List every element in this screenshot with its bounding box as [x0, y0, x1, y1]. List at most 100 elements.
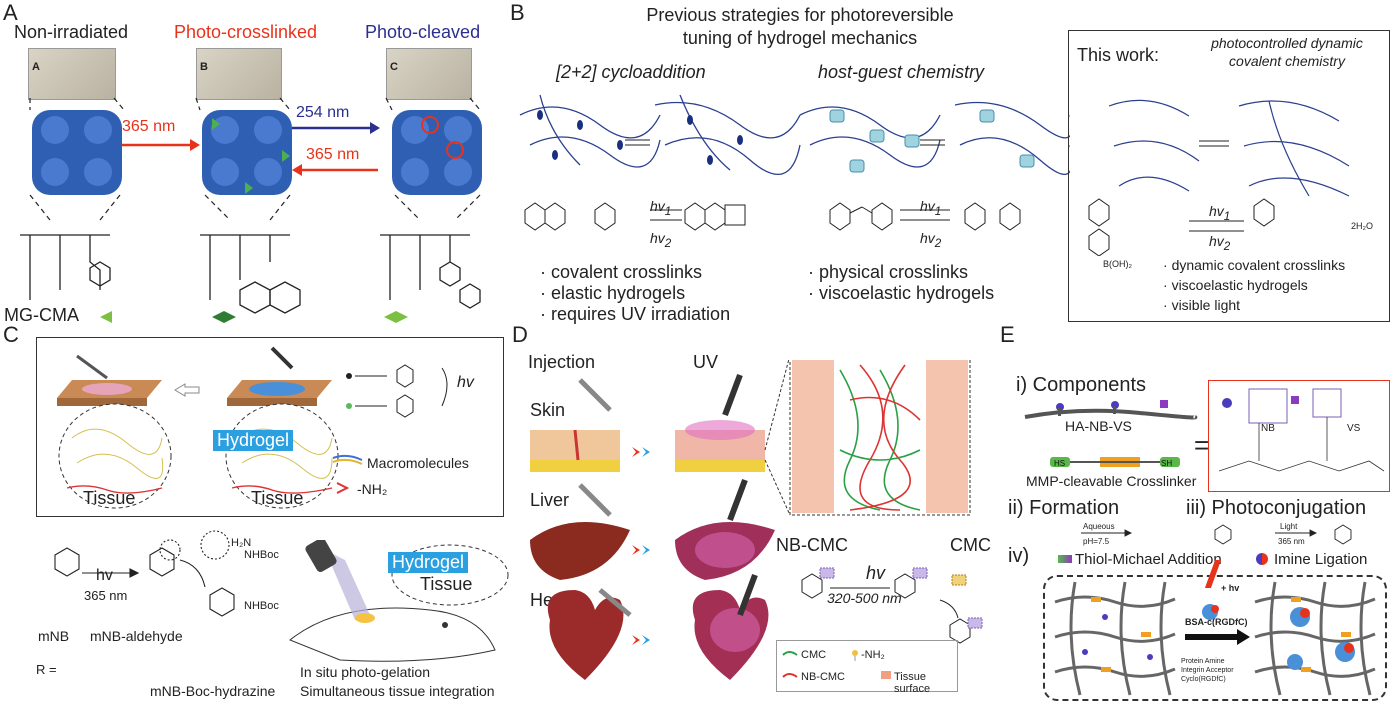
e-iv: iv): [1008, 545, 1030, 567]
d-range: 320-500 nm: [827, 590, 902, 606]
panel-c-label: C: [3, 322, 19, 347]
d-legend-cmc: CMC: [801, 649, 827, 661]
equals-sign: =: [1194, 430, 1210, 460]
col3-bullet-text: dynamic covalent crosslinks: [1171, 257, 1346, 273]
col2-bullet: · viscoelastic hydrogels: [808, 283, 995, 303]
e-small-legend: Protein Amine Integrin Acceptor Cyclo(RG…: [1181, 657, 1234, 684]
c-nhboc-2: NHBoc: [244, 600, 279, 612]
e-components: i) Components: [1016, 374, 1147, 396]
panel-b-title-1: Previous strategies for photoreversible: [646, 5, 954, 25]
e-polymer: HA-NB-VS: [1065, 418, 1132, 434]
c3-hv1-text: hv: [1209, 203, 1224, 219]
e-components-graphics: [1024, 400, 1198, 467]
panel-d-graphics: [530, 360, 971, 680]
c-name-mnb: mNB: [38, 628, 70, 644]
col3-bullets: · dynamic covalent crosslinks · viscoela…: [1163, 255, 1345, 315]
network-3: [392, 110, 482, 195]
c3-hv2-text: hv: [1209, 233, 1224, 249]
col1-bullet-text: covalent crosslinks: [551, 262, 703, 282]
heart-row: [547, 573, 769, 680]
thiol-icon: [1058, 555, 1072, 563]
this-work-box: This work: photocontrolled dynamic coval…: [1068, 30, 1390, 322]
photo-label-b: B: [200, 61, 208, 73]
wavelength-254: 254 nm: [296, 104, 350, 121]
b-hv2-col2: hv2: [920, 230, 941, 250]
col1-bullets: · covalent crosslinks · elastic hydrogel…: [540, 262, 730, 325]
b-hv2-text: hv: [650, 230, 665, 246]
state-photo-crosslinked: Photo-crosslinked: [174, 22, 318, 42]
col1-bullet: · covalent crosslinks: [540, 262, 703, 282]
panel-e-label: E: [1000, 322, 1015, 347]
e-sh: SH: [1161, 459, 1173, 468]
c-name-boc-hydrazine: mNB-Boc-hydrazine: [150, 683, 276, 699]
e-hs: HS: [1054, 459, 1066, 468]
c-nhboc-1: NHBoc: [244, 549, 279, 561]
e-small-legend-item: Protein Amine: [1181, 658, 1225, 665]
e-structure-box: NB VS: [1208, 380, 1390, 492]
wavelength-365-forward: 365 nm: [122, 118, 176, 135]
b-hv1-col2: hv1: [920, 198, 941, 218]
c-r-eq: R =: [36, 662, 57, 677]
e-vs: VS: [1347, 423, 1361, 434]
d-legend-nbcmc: NB-CMC: [801, 671, 845, 683]
material-label: MG-CMA: [4, 305, 79, 325]
e-network-box: BSA-c(RGDfC) + hv Protein Amine Integrin…: [1043, 575, 1387, 701]
d-organ-liver: Liver: [530, 490, 570, 510]
e-structure-graphics: [1218, 388, 1385, 472]
b-hv2-col2-text: hv: [920, 230, 935, 246]
panel-b-graphics: [519, 94, 1070, 231]
e-bsa: BSA-c(RGDfC): [1185, 617, 1248, 627]
d-nbcmc: NB-CMC: [776, 535, 848, 555]
d-hv: hv: [866, 563, 886, 583]
col2-bullet-text: physical crosslinks: [819, 262, 969, 282]
photo-label-a: A: [32, 61, 40, 73]
c3-hv2: hv2: [1209, 233, 1230, 253]
b-hv1-sub: 1: [664, 204, 672, 218]
e-plus-hv: + hv: [1221, 583, 1240, 593]
col1-bullet-text: elastic hydrogels: [551, 283, 686, 303]
c-name-aldehyde: mNB-aldehyde: [90, 628, 183, 644]
e-ph: pH=7.5: [1083, 537, 1110, 546]
e-formation: ii) Formation: [1008, 497, 1120, 519]
e-light: Light: [1280, 522, 1298, 531]
imine-icon: [1256, 553, 1268, 565]
c-tissue-label-2: Tissue: [251, 488, 304, 508]
d-legend: CMC -NH₂ NB-CMC Tissue surface: [776, 640, 958, 695]
e-aqueous: Aqueous: [1083, 522, 1115, 531]
this-work-desc-2: covalent chemistry: [1229, 53, 1345, 69]
c-scheme-hv: hv: [96, 567, 113, 584]
col2-title: host-guest chemistry: [818, 62, 985, 82]
photo-cleaved: C: [386, 48, 472, 100]
col3-bullet: · viscoelastic hydrogels: [1163, 277, 1308, 293]
d-scheme-graphics: [801, 567, 983, 644]
d-legend-graphics: [782, 650, 891, 679]
panel-d-label: D: [512, 322, 528, 347]
b-hv1: hv1: [650, 198, 671, 218]
c3-hv2-sub: 2: [1223, 239, 1231, 253]
col3-bullet-text: visible light: [1171, 297, 1241, 313]
d-organ-skin: Skin: [530, 400, 566, 420]
caption-1: In situ photo-gelation: [300, 664, 430, 680]
c-hv: hv: [457, 374, 474, 391]
c-h2n: H₂N: [231, 537, 252, 549]
e-thiol: Thiol-Michael Addition: [1075, 551, 1222, 568]
col1-bullet-text: requires UV irradiation: [551, 304, 731, 324]
network-1: [32, 110, 122, 195]
col2-bullet: · physical crosslinks: [808, 262, 969, 282]
boronic-acid: B(OH)₂: [1103, 259, 1132, 269]
this-work-label: This work:: [1077, 45, 1160, 65]
c3-hv1: hv1: [1209, 203, 1230, 223]
network-2: [202, 110, 292, 195]
state-photo-cleaved: Photo-cleaved: [365, 22, 481, 42]
e-formation-graphics: [1081, 524, 1352, 545]
e-crosslinker: MMP-cleavable Crosslinker: [1026, 473, 1197, 489]
panel-c-box: hv Hydrogel Tissue Tissue Macromolecules…: [36, 337, 504, 517]
c3-hv1-sub: 1: [1223, 209, 1231, 223]
panel-c-graphics: [57, 346, 448, 509]
mouse-hydrogel: Hydrogel: [388, 552, 469, 573]
b-hv1-text: hv: [650, 198, 665, 214]
c-scheme-graphics: [54, 530, 235, 617]
col3-bullet-text: viscoelastic hydrogels: [1171, 277, 1308, 293]
col1-bullet: · requires UV irradiation: [540, 304, 731, 324]
c-hydrogel-label: Hydrogel: [213, 430, 294, 451]
